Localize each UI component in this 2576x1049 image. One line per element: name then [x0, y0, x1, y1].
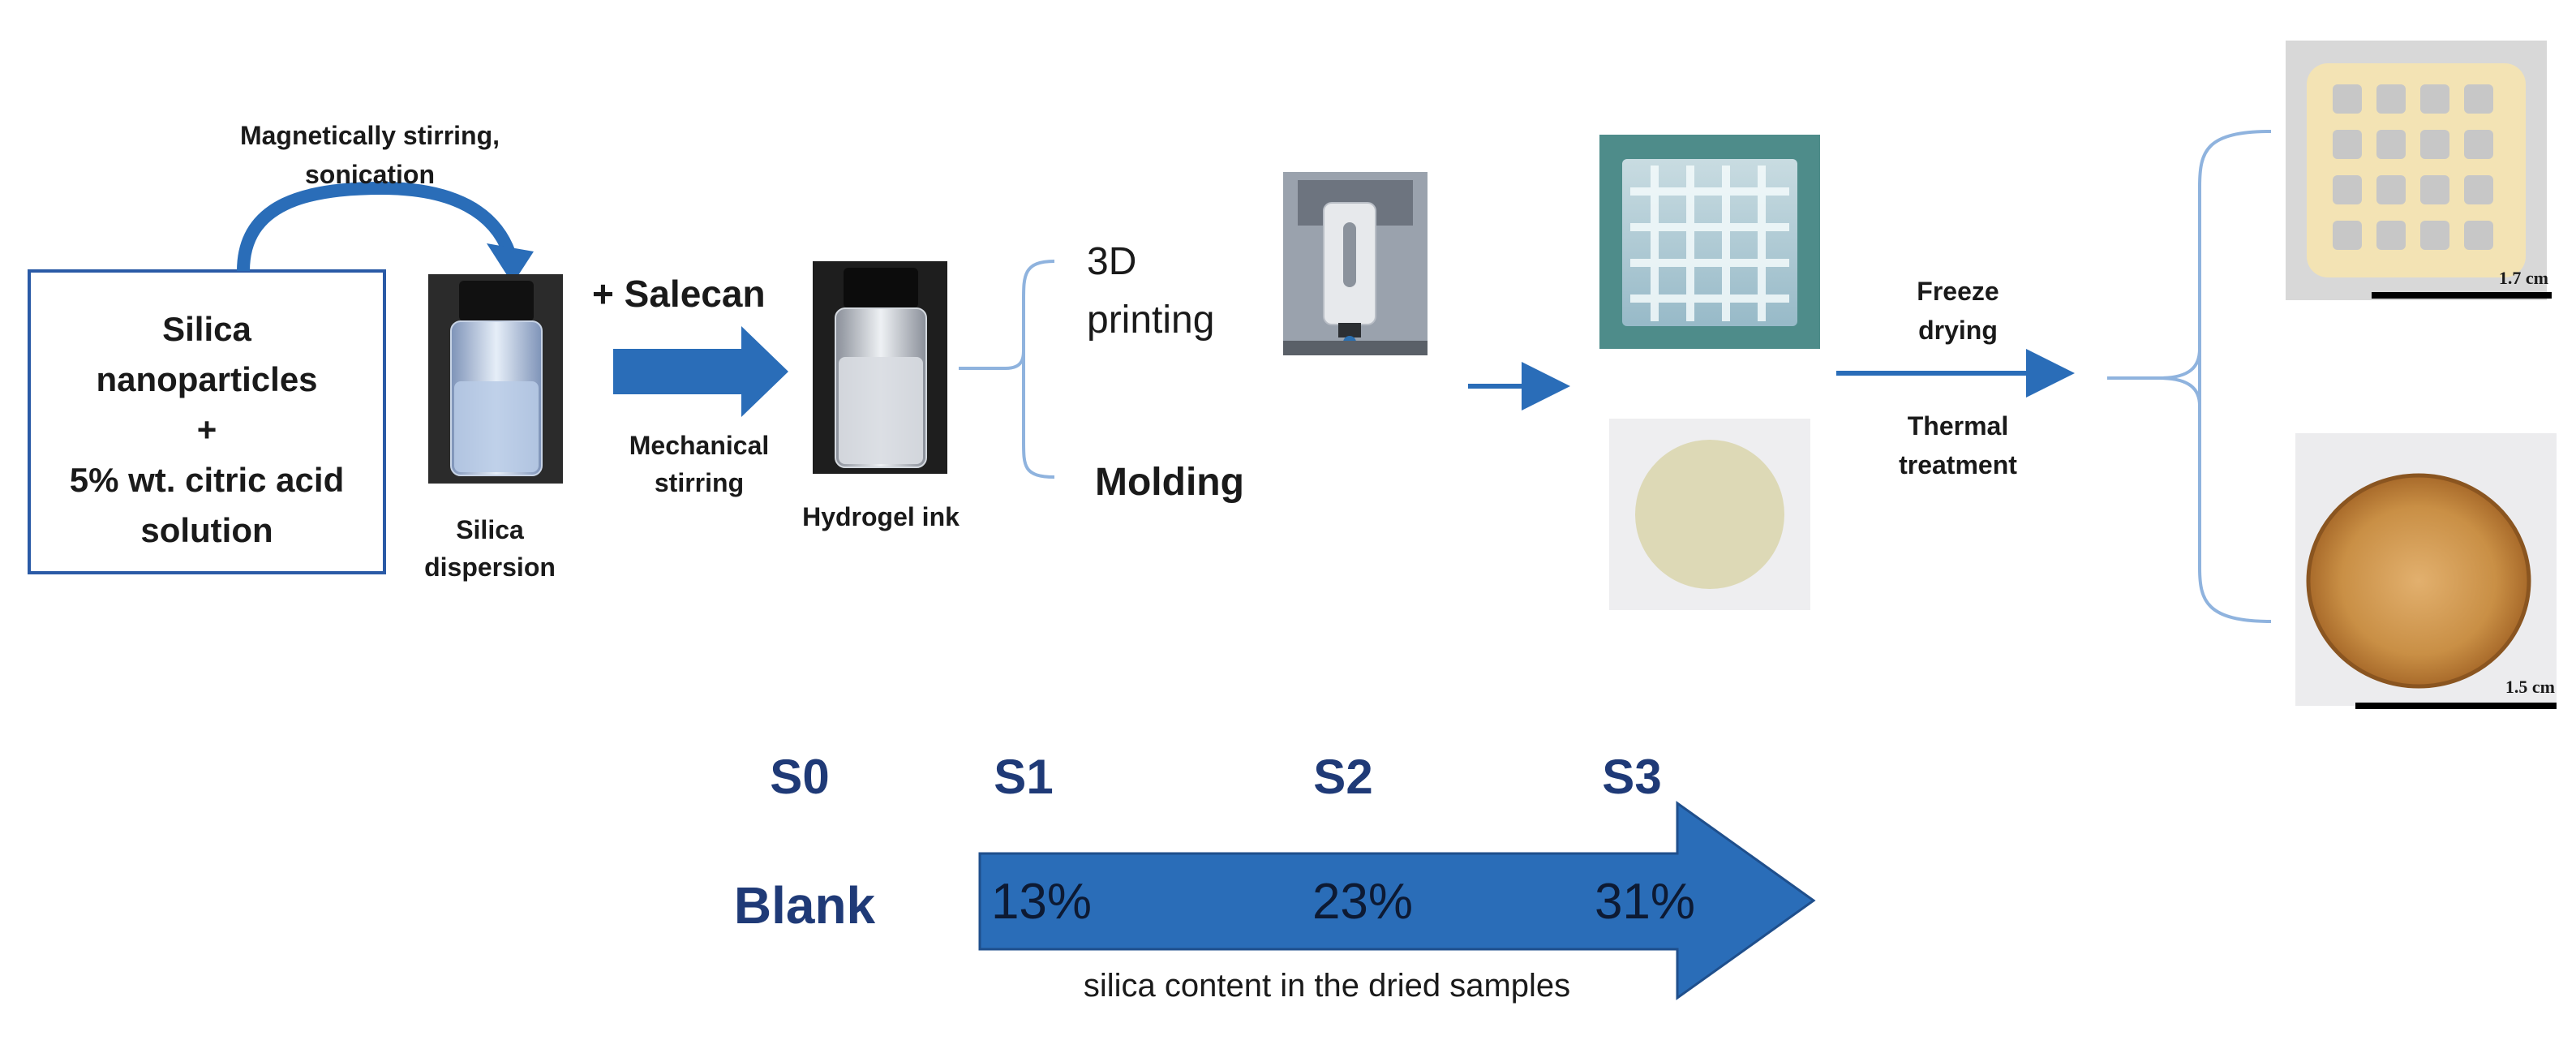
- branch-3d-line-1: 3D: [1087, 240, 1136, 283]
- sample-content-s2: 23%: [1312, 874, 1413, 930]
- scale-label-bottom: 1.5 cm: [2505, 677, 2555, 697]
- final-bracket: [2107, 130, 2272, 623]
- content-arrow-caption: silica content in the dried samples: [1084, 968, 1570, 1004]
- start-box-line-5: solution: [140, 511, 273, 549]
- start-box-line-1: Silica: [162, 310, 251, 348]
- molded-disc-photo: [1609, 419, 1810, 610]
- curved-arrow-label-2: sonication: [305, 160, 435, 189]
- silica-content-arrow: [978, 801, 1816, 1000]
- branch-3d-line-2: printing: [1087, 299, 1214, 342]
- start-box: Silica nanoparticles + 5% wt. citric aci…: [28, 269, 386, 574]
- start-box-line-3: +: [197, 411, 217, 449]
- hydrogel-ink-photo: [813, 261, 947, 474]
- salecan-label: + Salecan: [592, 273, 766, 315]
- scale-bar-bottom: [2355, 703, 2557, 709]
- start-box-line-4: 5% wt. citric acid: [70, 461, 344, 499]
- process-label-bottom-2: treatment: [1899, 450, 2017, 479]
- mechanical-label-2: stirring: [655, 468, 744, 497]
- scale-label-top: 1.7 cm: [2499, 268, 2548, 288]
- sample-content-s0: Blank: [734, 876, 876, 935]
- branch-bracket: [959, 260, 1055, 479]
- process-label-top-2: drying: [1918, 316, 1998, 345]
- sample-content-s1: 13%: [991, 874, 1092, 930]
- final-scaffold-photo: [2286, 41, 2547, 300]
- curved-arrow-label-1: Magnetically stirring,: [240, 121, 500, 150]
- sample-code-s0: S0: [770, 750, 829, 804]
- sample-content-s3: 31%: [1595, 874, 1695, 930]
- sample-code-s1: S1: [994, 750, 1053, 804]
- sample-code-s3: S3: [1602, 750, 1661, 804]
- printer-photo: [1283, 172, 1428, 355]
- scale-bar-top: [2372, 292, 2552, 299]
- curved-arrow: Magnetically stirring, sonication: [237, 121, 534, 284]
- silica-dispersion-label-2: dispersion: [424, 552, 556, 582]
- silica-dispersion-label-1: Silica: [456, 515, 524, 544]
- sample-code-s2: S2: [1313, 750, 1372, 804]
- salecan-arrow: [613, 326, 788, 417]
- process-label-bottom-1: Thermal: [1908, 411, 2008, 441]
- mechanical-label-1: Mechanical: [629, 431, 770, 460]
- silica-dispersion-photo: [428, 274, 563, 484]
- printed-scaffold-photo: [1599, 135, 1820, 349]
- final-disc-photo: [2295, 433, 2557, 706]
- process-label-top-1: Freeze: [1917, 277, 1999, 306]
- hydrogel-ink-label: Hydrogel ink: [802, 502, 960, 531]
- start-box-line-2: nanoparticles: [96, 360, 317, 398]
- branch-molding-label: Molding: [1095, 461, 1244, 504]
